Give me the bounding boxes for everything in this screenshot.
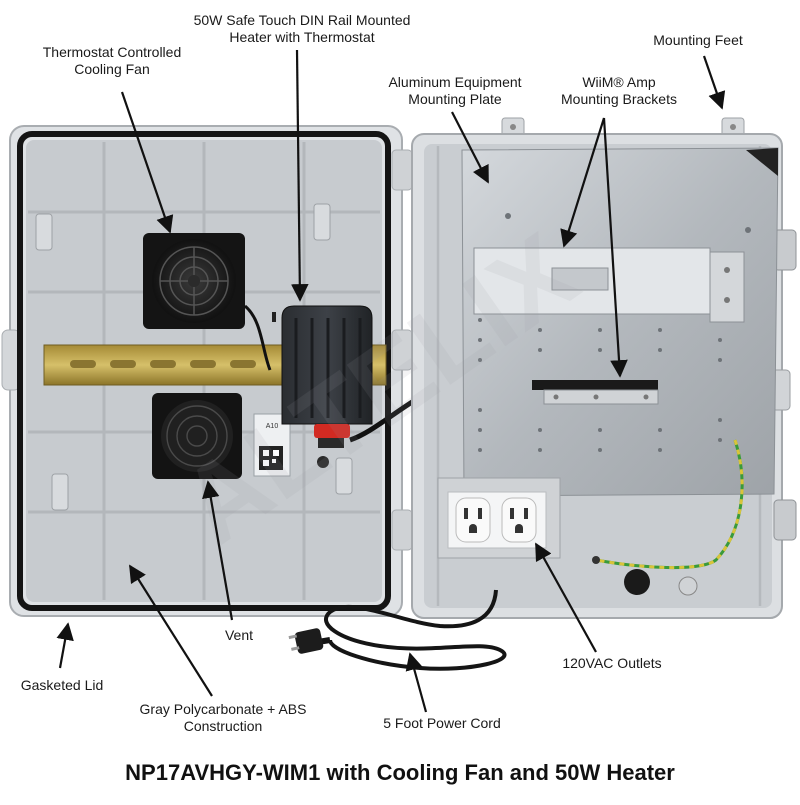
outlet-receptacle	[455, 497, 491, 543]
label-outlets: 120VAC Outlets	[562, 655, 662, 671]
arrow-heater	[291, 49, 309, 302]
arrow-plate	[451, 111, 489, 184]
label-amp-brackets: WiiM® Amp Mounting Brackets	[561, 74, 677, 107]
label-construction: Gray Polycarbonate + ABS Construction	[139, 701, 307, 734]
diagram-title: NP17AVHGY-WIM1 with Cooling Fan and 50W …	[125, 760, 675, 785]
arrow-cooling-fan	[120, 91, 174, 234]
cooling-fan	[143, 233, 245, 329]
label-vent: Vent	[224, 627, 254, 643]
label-power-cord: 5 Foot Power Cord	[383, 715, 501, 731]
label-cooling-fan: Thermostat Controlled Cooling Fan	[42, 44, 182, 77]
arrow-cord	[405, 652, 428, 713]
cable-gland	[624, 569, 650, 595]
arrow-construction	[129, 564, 213, 697]
fan-cable	[243, 304, 272, 371]
label-mounting-plate: Aluminum Equipment Mounting Plate	[388, 74, 522, 107]
callout-arrows	[56, 49, 726, 713]
label-gasketed-lid: Gasketed Lid	[20, 677, 104, 693]
arrow-outlets	[535, 542, 597, 653]
amp-bracket-upper	[473, 247, 745, 323]
amp-bracket-lower	[532, 380, 659, 405]
outlet-receptacle	[501, 497, 537, 543]
gasket-seal	[17, 131, 391, 611]
arrow-gasket	[56, 622, 74, 669]
device-label: A10	[266, 423, 279, 430]
arrow-vent	[202, 480, 234, 621]
arrow-bracket-lower	[602, 117, 628, 378]
mounting-plate	[461, 147, 779, 497]
din-heater	[272, 305, 373, 468]
arrow-bracket-upper	[560, 117, 606, 248]
label-heater: 50W Safe Touch DIN Rail Mounted Heater w…	[193, 12, 411, 45]
outlet-box	[437, 477, 561, 559]
ground-wire	[595, 439, 744, 570]
arrow-feet	[702, 55, 726, 110]
vent	[152, 393, 242, 479]
label-mounting-feet: Mounting Feet	[653, 32, 743, 48]
